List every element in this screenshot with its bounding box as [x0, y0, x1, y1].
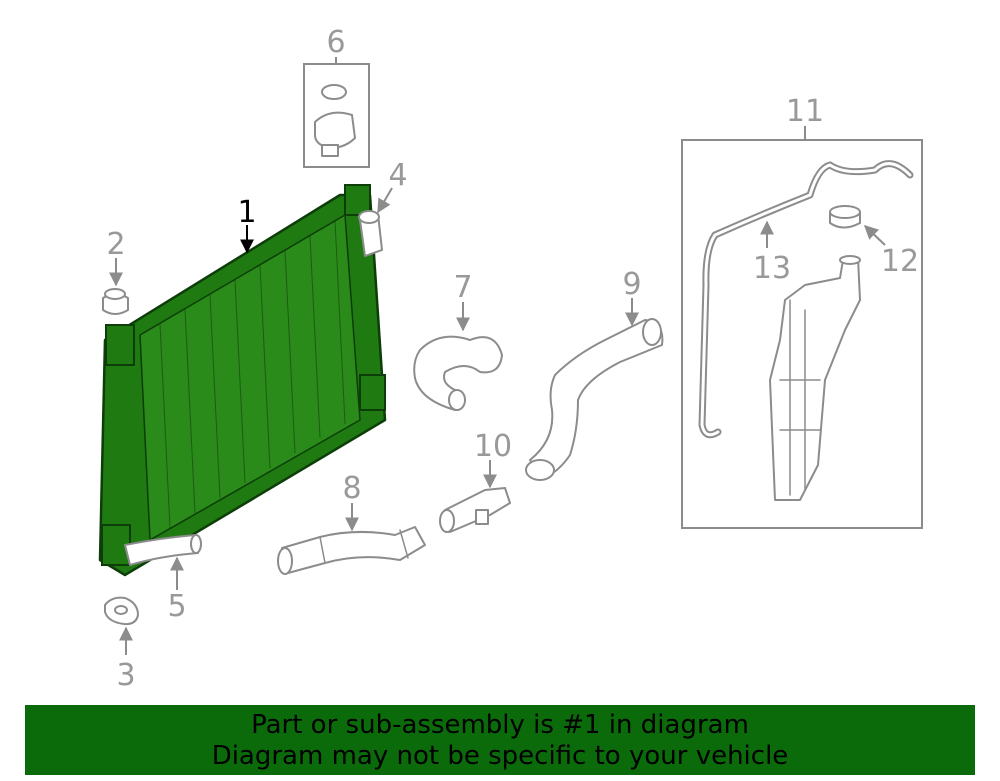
overflow-hose-part [698, 160, 914, 439]
callout-1: 1 [237, 195, 256, 230]
connector-10-part [439, 487, 511, 533]
callout-2: 2 [106, 227, 125, 262]
hose-8-part [277, 526, 426, 575]
callout-10: 10 [474, 429, 512, 464]
callout-12: 12 [881, 244, 919, 279]
callout-7: 7 [453, 270, 472, 305]
hose-9-part [525, 318, 664, 481]
banner-line-1: Part or sub-assembly is #1 in diagram [251, 710, 749, 740]
radiator-part [98, 184, 387, 577]
callout-4: 4 [388, 158, 407, 193]
info-banner: Part or sub-assembly is #1 in diagram Di… [25, 705, 975, 775]
reservoir-assembly-part [681, 139, 923, 529]
callout-13: 13 [753, 251, 791, 286]
callout-11: 11 [786, 94, 824, 129]
lower-insulator-part [104, 596, 139, 626]
parts-diagram: 1 2 3 4 5 6 7 8 9 10 11 12 13 [98, 25, 923, 693]
callout-3: 3 [116, 658, 135, 693]
lower-hose-part [124, 534, 202, 566]
leader-4 [377, 187, 393, 214]
callout-6: 6 [326, 25, 345, 60]
callout-5: 5 [167, 589, 186, 624]
callout-8: 8 [342, 471, 361, 506]
leader-12 [863, 225, 886, 246]
reservoir-cap-part [829, 205, 861, 229]
upper-hose-part [358, 210, 383, 257]
upper-mount-bushing-part [102, 288, 129, 315]
banner-line-2: Diagram may not be specific to your vehi… [211, 741, 789, 771]
radiator-cap-part [303, 63, 370, 168]
callout-9: 9 [622, 267, 641, 302]
hose-7-part [413, 335, 503, 411]
